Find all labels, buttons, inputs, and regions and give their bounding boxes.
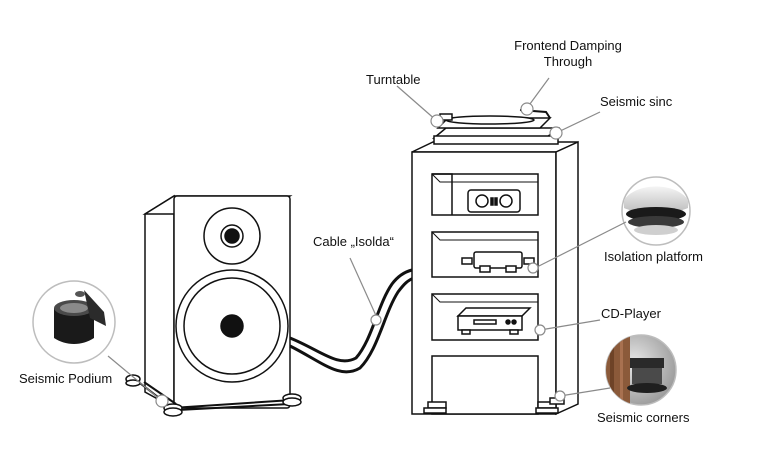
amplifier bbox=[467, 189, 521, 213]
seismic-corners-detail bbox=[605, 334, 677, 406]
label-cd-player: CD-Player bbox=[601, 306, 661, 321]
speaker-side-panel bbox=[144, 194, 175, 410]
label-frontend-damping-line1: Frontend Damping bbox=[514, 38, 622, 53]
label-frontend-damping: Frontend Damping Through bbox=[512, 38, 624, 70]
leader-lines bbox=[107, 77, 627, 402]
speaker-podium-frame bbox=[125, 374, 302, 417]
label-seismic-podium: Seismic Podium bbox=[19, 371, 113, 386]
isolation-platform-unit bbox=[461, 251, 535, 273]
label-seismic-corners: Seismic corners bbox=[597, 410, 690, 425]
label-turntable: Turntable bbox=[366, 72, 421, 87]
woofer-dustcap bbox=[220, 314, 244, 338]
label-frontend-damping-line2: Through bbox=[543, 54, 593, 69]
rack-feet bbox=[423, 397, 565, 414]
label-seismic-sinc: Seismic sinc bbox=[600, 94, 673, 109]
label-isolation-platform: Isolation platform bbox=[604, 249, 703, 264]
isolation-platform-detail bbox=[621, 176, 691, 246]
hifi-rack bbox=[411, 140, 579, 416]
seismic-podium-detail bbox=[32, 280, 116, 364]
leader-dots bbox=[155, 102, 566, 408]
speaker bbox=[142, 194, 293, 410]
cd-player-unit bbox=[456, 307, 532, 335]
turntable bbox=[431, 109, 561, 145]
label-cable: Cable „Isolda“ bbox=[313, 234, 394, 249]
speaker-cables bbox=[289, 268, 415, 374]
